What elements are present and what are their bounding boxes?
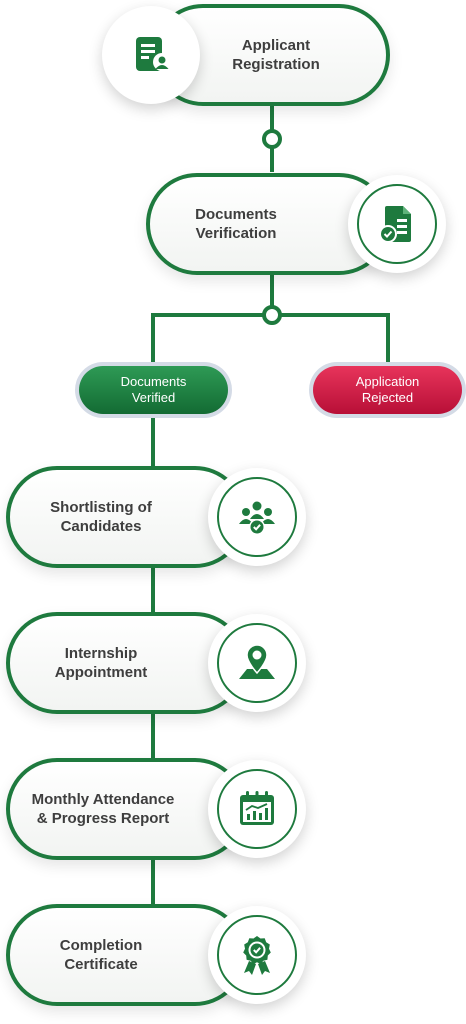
group-check-icon (239, 501, 275, 535)
branch-node (262, 305, 282, 325)
step-label: Applicant Registration (232, 37, 320, 73)
step-label: Monthly Attendance & Progress Report (31, 791, 175, 827)
calendar-chart-icon-circle (208, 760, 306, 858)
documents-verified-badge: Documents Verified (75, 362, 232, 418)
applicant-registration-icon-circle (102, 6, 200, 104)
step-label: Completion Certificate (59, 937, 143, 973)
map-pin-icon (239, 644, 275, 679)
calendar-chart-icon (240, 791, 274, 825)
step-monthly-attendance: Monthly Attendance & Progress Report (6, 758, 246, 860)
award-badge-icon (243, 936, 271, 975)
connector-node-1 (262, 129, 282, 149)
step-label: Internship Appointment (54, 645, 148, 681)
map-pin-icon-circle (208, 614, 306, 712)
award-badge-icon-circle (208, 906, 306, 1004)
document-verification-icon (379, 206, 411, 243)
step-completion-certificate: Completion Certificate (6, 904, 246, 1006)
step-label: Shortlisting of Candidates (50, 499, 152, 535)
document-verification-icon-circle (348, 175, 446, 273)
step-label: Documents Verification (195, 206, 277, 242)
step-internship-appointment: Internship Appointment (6, 612, 246, 714)
documents-verified-label: Documents Verified (79, 366, 228, 414)
application-rejected-badge: Application Rejected (309, 362, 466, 418)
application-rejected-label: Application Rejected (313, 366, 462, 414)
applicant-registration-icon (136, 37, 171, 71)
group-check-icon-circle (208, 468, 306, 566)
step-shortlisting: Shortlisting of Candidates (6, 466, 246, 568)
